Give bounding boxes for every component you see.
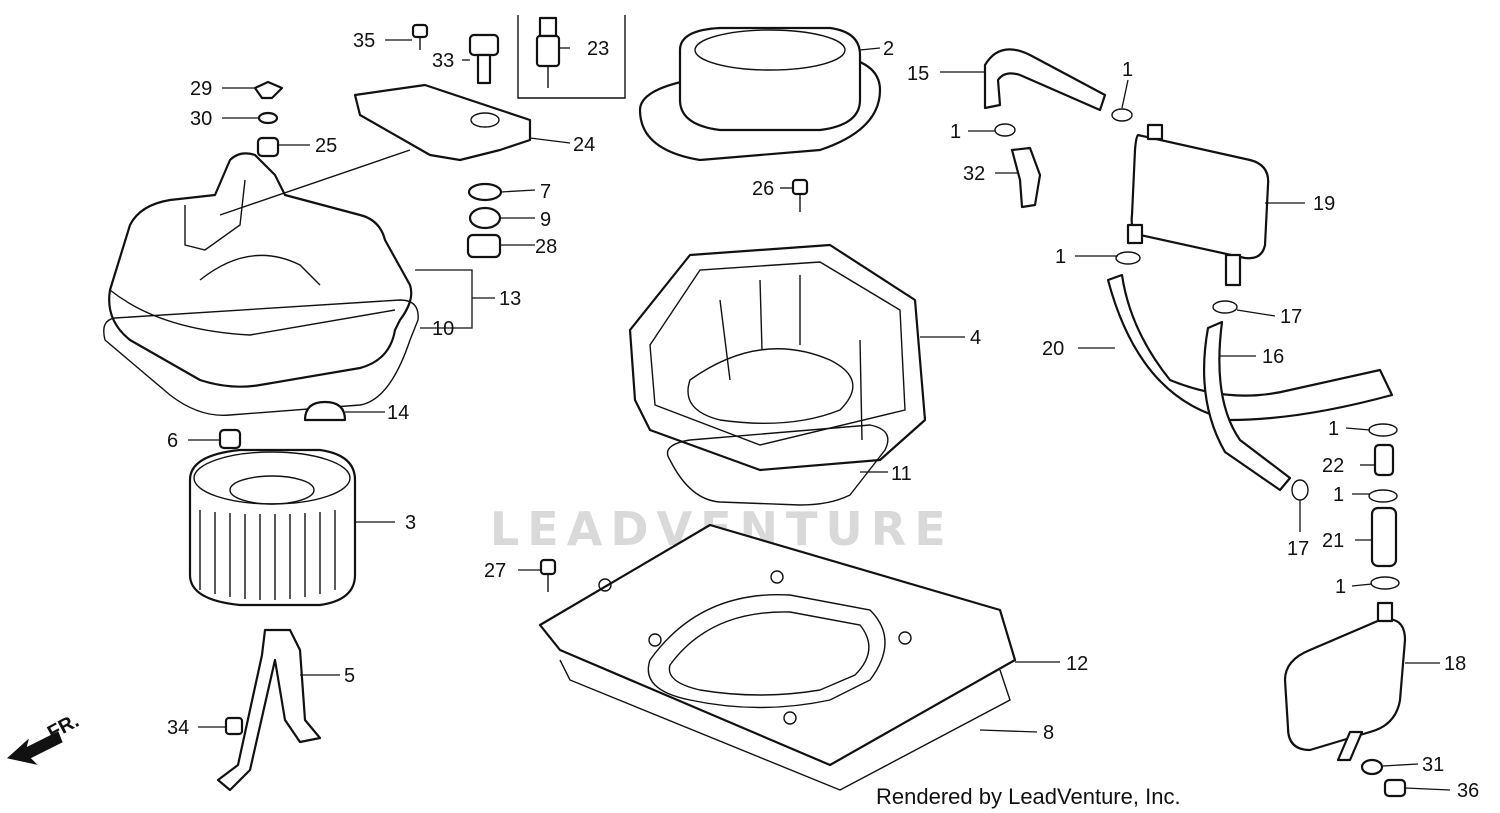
callout-26: 26	[752, 178, 774, 200]
callout-25: 25	[315, 135, 337, 157]
callout-23: 23	[587, 38, 609, 60]
front-direction-arrow: FR.	[6, 710, 83, 765]
bolt-part-27[interactable]	[539, 558, 557, 592]
clamp-part-17-a[interactable]	[1212, 300, 1238, 314]
filter-stay-part[interactable]	[216, 628, 322, 792]
case-gasket-part[interactable]	[666, 424, 889, 506]
clamp-part-1-e[interactable]	[1368, 489, 1398, 503]
cover-seal-part[interactable]	[103, 299, 419, 417]
callout-12: 12	[1066, 653, 1088, 675]
washer-part-7[interactable]	[467, 182, 503, 202]
callout-17-b: 17	[1287, 538, 1309, 560]
clamp-part-17-b[interactable]	[1291, 479, 1309, 501]
washer-part-30[interactable]	[257, 111, 279, 125]
callout-22: 22	[1322, 455, 1344, 477]
callout-33: 33	[432, 50, 454, 72]
callout-1-b: 1	[950, 121, 961, 143]
callout-36: 36	[1457, 780, 1479, 802]
bolt-part-36[interactable]	[1383, 778, 1407, 798]
nut-part-28[interactable]	[466, 233, 502, 259]
joint-part-22[interactable]	[1373, 443, 1395, 477]
callout-4: 4	[970, 327, 981, 349]
callout-1-f: 1	[1335, 576, 1346, 598]
callout-34: 34	[167, 717, 189, 739]
breather-tube-part-15[interactable]	[983, 48, 1107, 112]
air-cleaner-case-part[interactable]	[628, 243, 927, 472]
bolt-part-34[interactable]	[224, 716, 244, 736]
plate-gasket-part[interactable]	[559, 659, 1011, 791]
callout-7: 7	[540, 181, 551, 203]
callout-30: 30	[190, 108, 212, 130]
air-cleaner-cover-part[interactable]	[108, 152, 413, 388]
collar-part-9[interactable]	[468, 206, 502, 230]
bracket-part[interactable]	[219, 83, 532, 216]
callout-9: 9	[540, 209, 551, 231]
washer-part-31[interactable]	[1360, 758, 1384, 776]
air-duct-part[interactable]	[638, 26, 882, 162]
callout-15: 15	[907, 63, 929, 85]
callout-18: 18	[1444, 653, 1466, 675]
callout-10: 10	[432, 318, 454, 340]
callout-16: 16	[1262, 346, 1284, 368]
callout-35: 35	[353, 30, 375, 52]
drain-tank-part-18[interactable]	[1283, 601, 1407, 762]
callout-1-c: 1	[1055, 246, 1066, 268]
clamp-part-1-f[interactable]	[1370, 576, 1400, 590]
render-credit: Rendered by LeadVenture, Inc.	[876, 784, 1181, 809]
callout-17-a: 17	[1280, 306, 1302, 328]
joint-part-32[interactable]	[1010, 146, 1042, 209]
callout-5: 5	[344, 665, 355, 687]
wing-nut-part[interactable]	[253, 80, 284, 100]
clamp-part-1-a[interactable]	[1111, 108, 1133, 122]
callout-2: 2	[883, 38, 894, 60]
callout-14: 14	[387, 402, 409, 424]
bolt-part-33[interactable]	[468, 33, 500, 85]
callout-20: 20	[1042, 338, 1064, 360]
base-plate-part[interactable]	[538, 523, 1017, 767]
cap-part-14[interactable]	[303, 400, 347, 422]
callout-31: 31	[1422, 754, 1444, 776]
breather-tube-part-20[interactable]	[1106, 273, 1394, 422]
screw-part-26[interactable]	[791, 178, 809, 212]
breather-tube-part-16[interactable]	[1203, 320, 1292, 492]
bolt-part-35[interactable]	[411, 23, 429, 50]
clamp-part-1-b[interactable]	[994, 123, 1016, 137]
callout-32: 32	[963, 163, 985, 185]
nut-part-6[interactable]	[218, 428, 242, 450]
callout-11: 11	[891, 463, 912, 485]
grommet-part-25[interactable]	[256, 136, 280, 158]
callout-19: 19	[1313, 193, 1335, 215]
callout-21: 21	[1322, 530, 1344, 552]
callout-28: 28	[535, 236, 557, 258]
leader-lines	[188, 39, 1451, 791]
callout-8: 8	[1043, 722, 1054, 744]
air-filter-element-part[interactable]	[188, 448, 357, 607]
callout-1-e: 1	[1333, 484, 1344, 506]
breather-tank-part-19[interactable]	[1126, 123, 1270, 287]
callout-1-d: 1	[1328, 418, 1339, 440]
callout-27: 27	[484, 560, 506, 582]
clamp-part-1-c[interactable]	[1115, 251, 1141, 265]
callout-29: 29	[190, 78, 212, 100]
callout-6: 6	[167, 430, 178, 452]
clamp-part-1-d[interactable]	[1368, 423, 1398, 437]
sensor-inset	[517, 15, 626, 99]
callout-24: 24	[573, 134, 595, 156]
callout-13: 13	[499, 288, 521, 310]
callout-labels: 35 33 23 2 29 30 25 24 7 9 28 26 13 10 1…	[167, 30, 1479, 802]
callout-1-a: 1	[1122, 59, 1133, 81]
sensor-part-23[interactable]	[535, 16, 561, 88]
callout-3: 3	[405, 512, 416, 534]
tube-part-21[interactable]	[1370, 506, 1398, 568]
